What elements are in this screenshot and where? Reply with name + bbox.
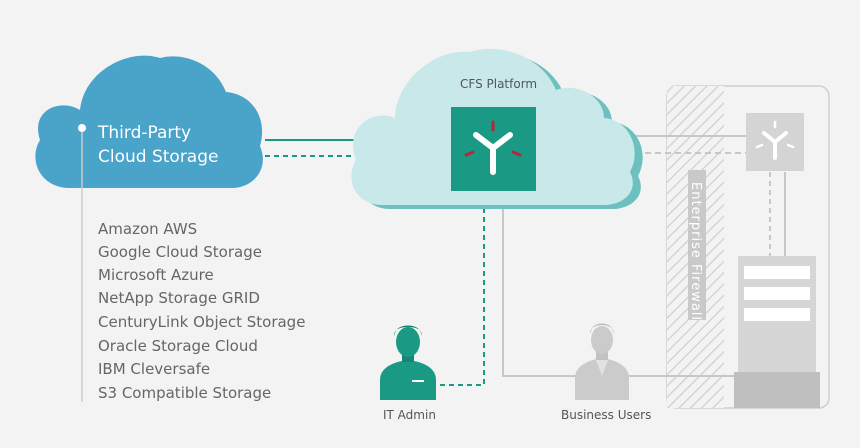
cloud-marker-dot [78,124,86,132]
it-admin-label: IT Admin [383,408,436,422]
it-admin-avatar-icon [380,325,436,400]
provider-item: S3 Compatible Storage [98,384,271,402]
provider-item: NetApp Storage GRID [98,289,260,307]
business-users-avatar-icon [575,323,629,400]
cfs-logo-icon [464,120,522,175]
cloud-title-line2: Cloud Storage [98,147,218,167]
business-users-link [502,190,740,377]
provider-item: Oracle Storage Cloud [98,337,258,355]
provider-item: Google Cloud Storage [98,243,262,261]
firewall-label-band [688,170,706,320]
cfs-platform-label: CFS Platform [460,77,537,91]
provider-item: Microsoft Azure [98,266,214,284]
gateway-logo-icon [755,120,795,160]
provider-item: Amazon AWS [98,220,197,238]
enterprise-gateway-tile [746,113,804,171]
third-party-cloud: Third-Party Cloud Storage [35,55,263,189]
provider-item: IBM Cleversafe [98,360,210,378]
it-admin-dashed-link [437,190,485,386]
provider-item: CenturyLink Object Storage [98,313,305,331]
server-rack-icon [734,256,820,408]
provider-list: Amazon AWS Google Cloud Storage Microsof… [98,220,305,402]
firewall-label: Enterprise Firewall [688,182,703,321]
business-users-label: Business Users [561,408,651,422]
cfs-logo-tile [451,107,536,191]
cloud-title-line1: Third-Party [97,123,191,143]
